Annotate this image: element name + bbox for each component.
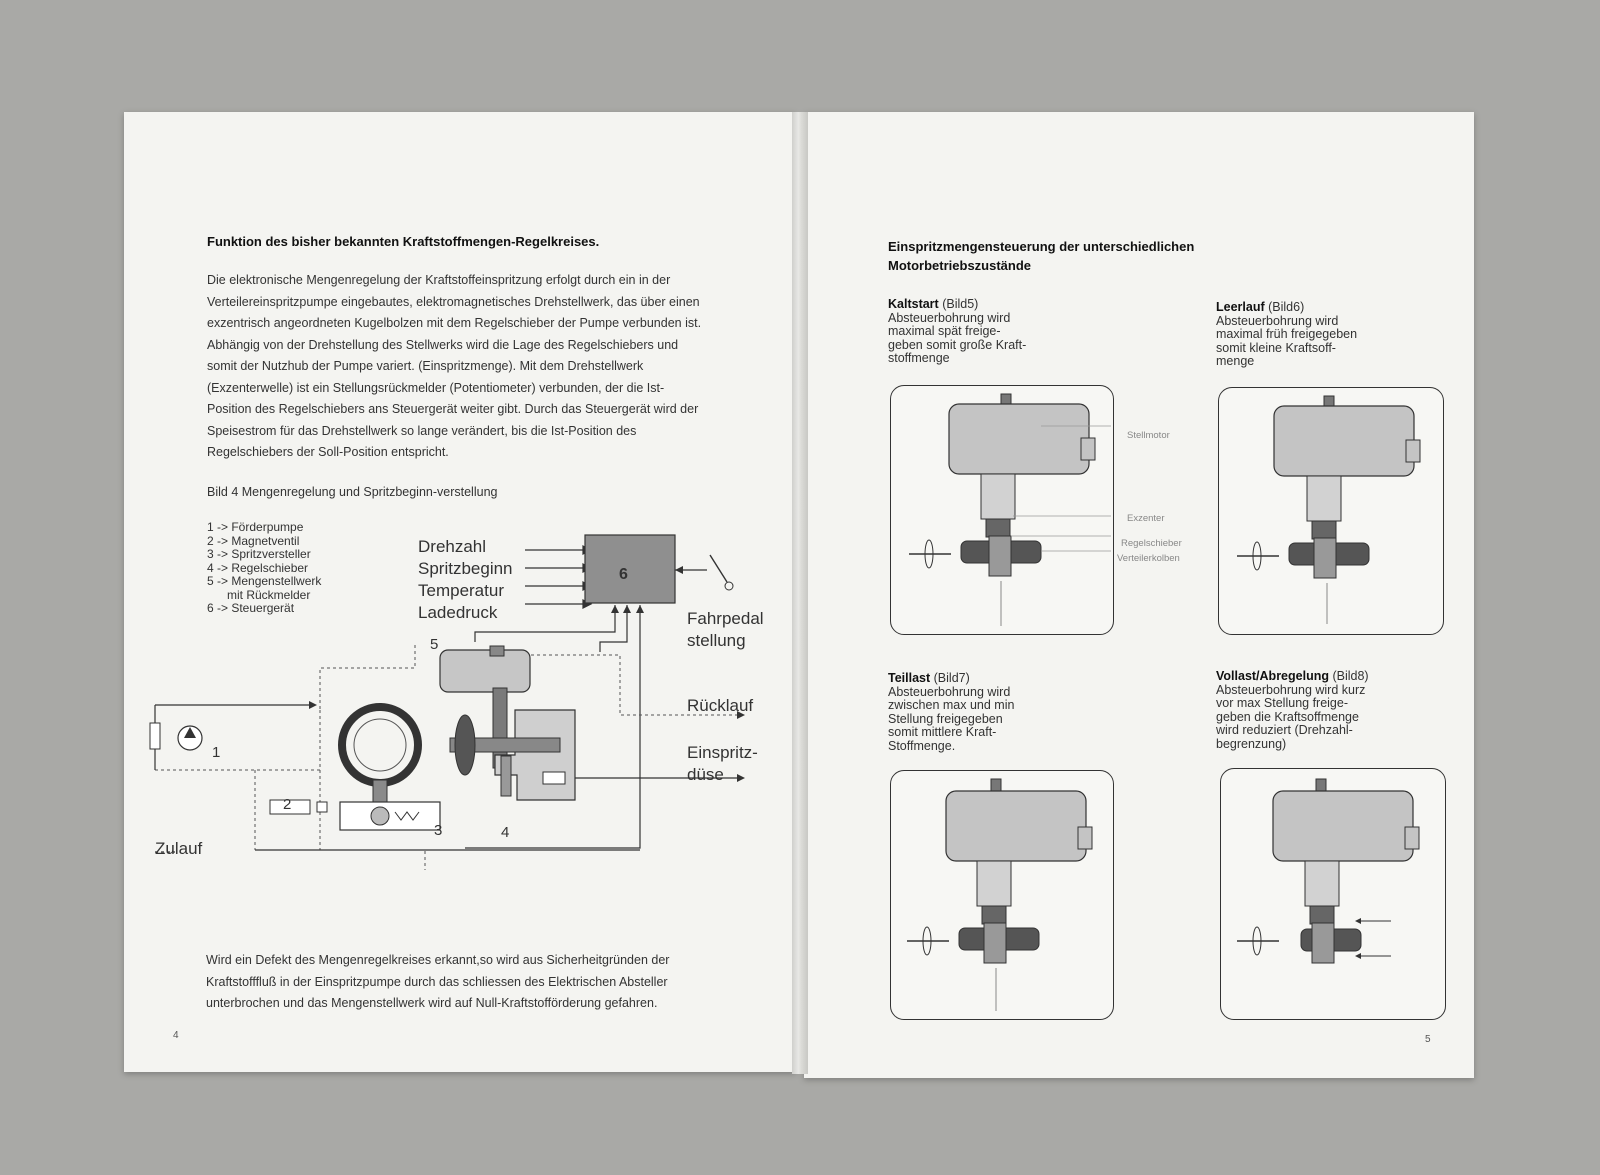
part-label-stellmotor: Stellmotor: [1127, 430, 1170, 441]
state-line: Absteuerbohrung wird: [1216, 313, 1339, 328]
input-label-drehzahl: Drehzahl: [418, 537, 487, 556]
input-label-temperatur: Temperatur: [418, 581, 504, 600]
state-line: zwischen max und min: [888, 698, 1015, 712]
paragraph-line: Abhängig von der Drehstellung des Stellw…: [207, 337, 679, 352]
paragraph-line: Speisestrom für das Drehstellwerk so lan…: [207, 423, 637, 438]
control-unit-box: [584, 534, 676, 604]
legend-item: 3 -> Spritzversteller: [207, 547, 311, 561]
inlet-label: Zulauf: [155, 839, 203, 858]
main-paragraph: Die elektronische Mengenregelung der Kra…: [207, 270, 767, 464]
injector-label-line: düse: [687, 765, 724, 784]
part-label-exzenter: Exzenter: [1127, 513, 1165, 524]
state-line: wird reduziert (Drehzahl-: [1216, 723, 1353, 737]
paragraph-line: exzentrisch angeordneten Kugelbolzen mit…: [207, 316, 702, 330]
footer-line: Wird ein Defekt des Mengenregelkreises e…: [206, 953, 670, 967]
panel-bild6: [1218, 387, 1444, 635]
panel-bild5: [890, 385, 1114, 635]
footer-line: Kraftstofffluß in der Einspritzpumpe dur…: [206, 974, 668, 989]
pedal-label-line: Fahrpedal: [687, 609, 764, 628]
panel-bild7: [890, 770, 1114, 1020]
state-teillast: Teillast (Bild7) Absteuerbohrung wird zw…: [888, 671, 1078, 753]
state-line: stoffmenge: [888, 351, 950, 365]
page-number-left: 4: [173, 1030, 179, 1041]
paragraph-line: Die elektronische Mengenregelung der Kra…: [207, 273, 671, 287]
right-heading: Einspritzmengensteuerung der unterschied…: [888, 237, 1194, 275]
panel-bild8: [1220, 768, 1446, 1020]
footer-paragraph: Wird ein Defekt des Mengenregelkreises e…: [206, 950, 766, 1015]
return-label: Rücklauf: [687, 696, 754, 715]
pedal-label-line: stellung: [687, 631, 746, 650]
fuel-control-diagram: [149, 534, 745, 870]
input-label-spritzbeginn: Spritzbeginn: [418, 559, 513, 578]
state-vollast: Vollast/Abregelung (Bild8) Absteuerbohru…: [1216, 669, 1406, 751]
pump-illustration-bild7: [907, 778, 1093, 1011]
state-line: Stellung freigegeben: [888, 711, 1003, 726]
state-line: Stoffmenge.: [888, 738, 956, 753]
state-ref: (Bild7): [933, 671, 970, 685]
control-unit-number: 6: [619, 566, 628, 583]
number-5: 5: [430, 636, 439, 653]
paragraph-line: (Exzenterwelle) ist ein Stellungsrückmel…: [207, 380, 665, 395]
number-3: 3: [434, 822, 443, 839]
state-name: Vollast/Abregelung: [1216, 669, 1329, 683]
state-line: maximal spät freige-: [888, 324, 1001, 338]
legend-item: mit Rückmelder: [207, 587, 311, 602]
state-line: Absteuerbohrung wird kurz: [1216, 682, 1366, 697]
pump-illustration-bild5: [909, 393, 1111, 626]
state-ref: (Bild6): [1268, 300, 1305, 314]
number-1: 1: [212, 744, 221, 761]
state-line: vor max Stellung freige-: [1216, 696, 1349, 710]
state-line: somit mittlere Kraft-: [888, 725, 997, 739]
paragraph-line: Regelschiebers der Soll-Position entspri…: [207, 445, 449, 459]
legend-item: 6 -> Steuergerät: [207, 601, 295, 615]
injector-label-line: Einspritz-: [687, 743, 758, 762]
state-line: Absteuerbohrung wird: [888, 310, 1011, 325]
paragraph-line: somit der Nutzhub der Pumpe variert. (Ei…: [207, 359, 644, 373]
right-heading-line: Motorbetriebszustände: [888, 258, 1032, 273]
legend-item: 4 -> Regelschieber: [207, 560, 309, 575]
left-heading: Funktion des bisher bekannten Kraftstoff…: [207, 234, 600, 249]
legend-item: 5 -> Mengenstellwerk: [207, 574, 322, 588]
state-line: menge: [1216, 354, 1255, 368]
state-ref: (Bild8): [1332, 669, 1369, 683]
state-name: Leerlauf: [1216, 300, 1265, 314]
state-line: somit kleine Kraftsoff-: [1216, 340, 1336, 355]
number-2: 2: [283, 796, 292, 813]
pedal-label: Fahrpedal stellung: [687, 608, 764, 652]
paragraph-line: Position des Regelschiebers ans Steuerge…: [207, 402, 699, 416]
left-page: [124, 112, 796, 1072]
state-line: Absteuerbohrung wird: [888, 684, 1011, 699]
pump-illustration-bild8: [1237, 778, 1420, 964]
legend-item: 1 -> Förderpumpe: [207, 520, 304, 534]
figure-legend: 1 -> Förderpumpe 2 -> Magnetventil 3 -> …: [207, 520, 322, 616]
page-number-right: 5: [1425, 1034, 1431, 1045]
footer-line: unterbrochen und das Mengenstellwerk wir…: [206, 996, 658, 1010]
state-line: geben somit große Kraft-: [888, 337, 1027, 352]
state-kaltstart: Kaltstart (Bild5) Absteuerbohrung wird m…: [888, 297, 1078, 366]
part-label-regelschieber: Regelschieber: [1121, 538, 1182, 549]
number-4: 4: [501, 824, 510, 841]
state-name: Teillast: [888, 671, 931, 685]
state-line: maximal früh freigegeben: [1216, 327, 1358, 341]
paragraph-line: Verteilereinspritzpumpe eingebautes, ele…: [207, 294, 700, 309]
right-heading-line: Einspritzmengensteuerung der unterschied…: [888, 239, 1195, 254]
state-leerlauf: Leerlauf (Bild6) Absteuerbohrung wird ma…: [1216, 300, 1406, 369]
part-label-verteilerkolben: Verteilerkolben: [1117, 553, 1180, 564]
figure-caption: Bild 4 Mengenregelung und Spritzbeginn-v…: [207, 485, 498, 499]
state-name: Kaltstart: [888, 297, 939, 311]
state-line: geben die Kraftsoffmenge: [1216, 709, 1359, 724]
book-spine: [792, 112, 808, 1074]
input-label-ladedruck: Ladedruck: [418, 603, 498, 622]
injector-label: Einspritz- düse: [687, 742, 758, 786]
state-line: begrenzung): [1216, 736, 1287, 751]
state-ref: (Bild5): [942, 297, 979, 311]
pump-illustration-bild6: [1237, 395, 1421, 624]
legend-item: 2 -> Magnetventil: [207, 533, 300, 548]
